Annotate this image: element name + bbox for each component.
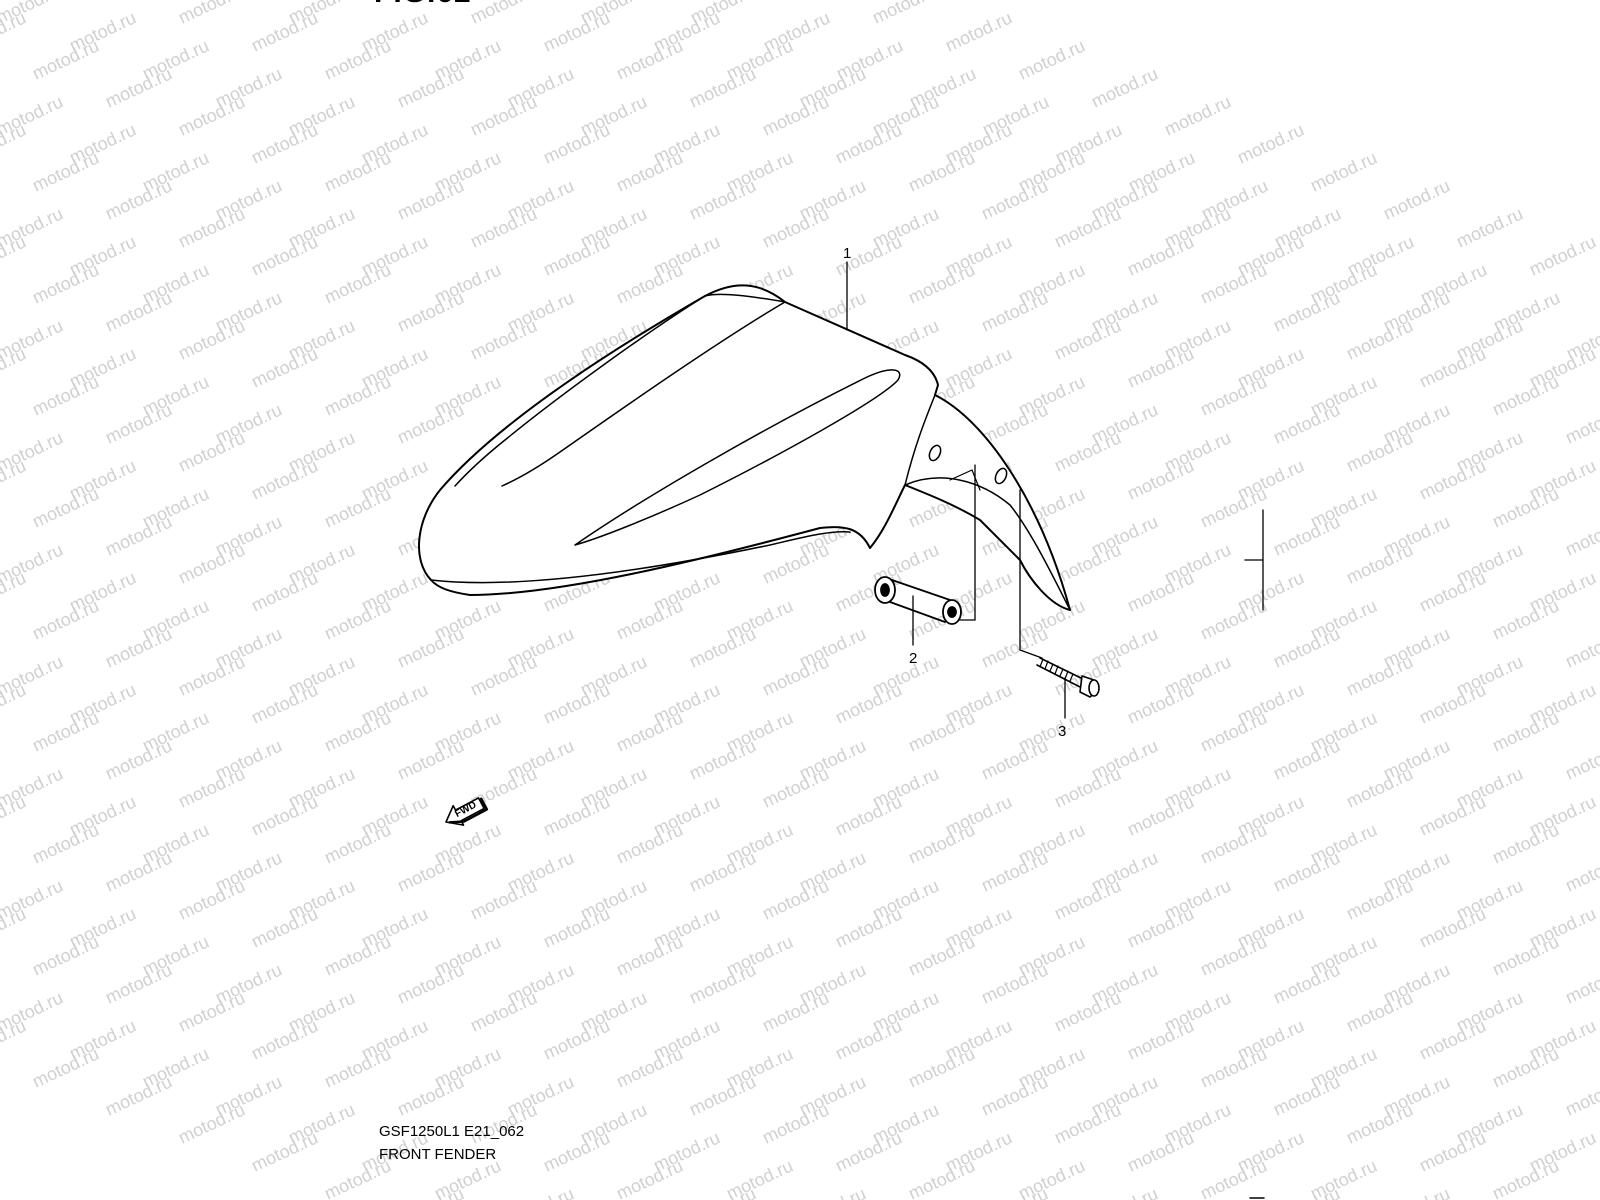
caption-code: GSF1250L1 E21_062 (379, 1123, 525, 1140)
front-fender-part (418, 284, 1071, 611)
callout-part-1: 1 (843, 245, 852, 262)
bolt-part (1036, 657, 1100, 698)
figure-title: FIG.62 (374, 0, 472, 8)
callout-part-3: 3 (1058, 723, 1067, 740)
grommet-part (874, 576, 962, 625)
callout-part-2: 2 (909, 650, 918, 667)
caption-title: FRONT FENDER (379, 1146, 497, 1163)
fwd-arrow-icon (445, 797, 489, 826)
leader-lines (846, 261, 1264, 719)
